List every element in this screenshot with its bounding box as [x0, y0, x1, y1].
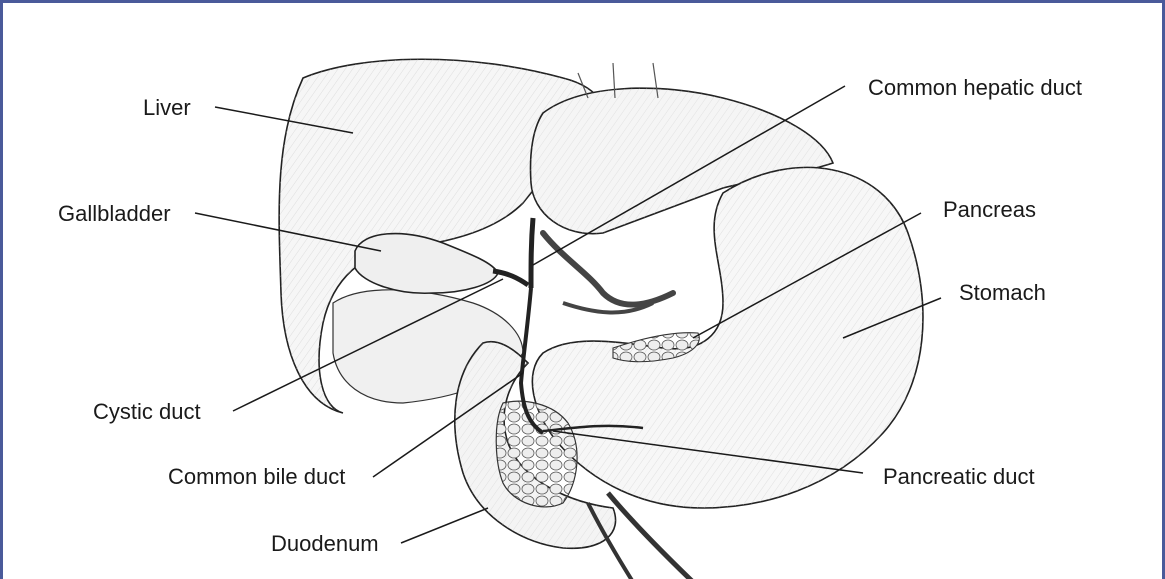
label-common-hepatic-duct: Common hepatic duct — [868, 77, 1082, 99]
label-stomach: Stomach — [959, 282, 1046, 304]
leader-duodenum — [401, 508, 488, 543]
label-pancreas: Pancreas — [943, 199, 1036, 221]
cystic-duct-shape — [493, 271, 528, 285]
label-pancreatic-duct: Pancreatic duct — [883, 466, 1035, 488]
label-duodenum: Duodenum — [271, 533, 379, 555]
gallbladder-shape — [355, 234, 498, 294]
label-gallbladder: Gallbladder — [58, 203, 171, 225]
label-liver: Liver — [143, 97, 191, 119]
label-cystic-duct: Cystic duct — [93, 401, 201, 423]
common-hepatic-duct-shape — [531, 218, 533, 288]
label-common-bile-duct: Common bile duct — [168, 466, 345, 488]
